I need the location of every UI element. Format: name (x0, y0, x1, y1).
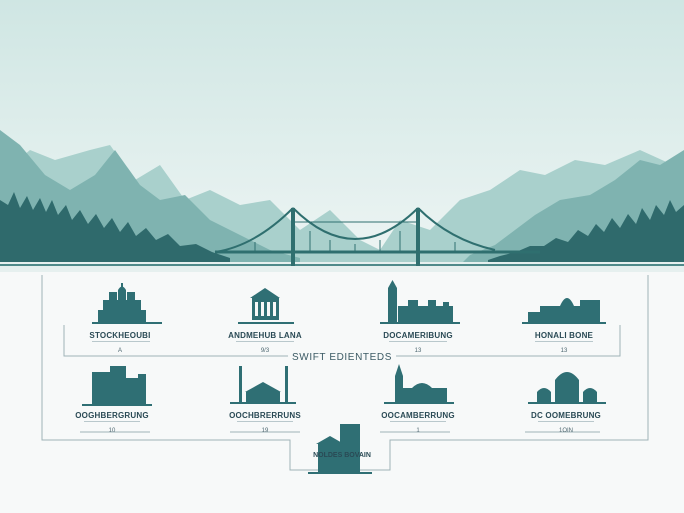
landmark-number-6: 19 (261, 428, 269, 434)
landmark-label-7: OOCAMBERRUNG (381, 411, 455, 420)
label-underline-4 (535, 341, 593, 342)
landmark-label-8: DC OOMEBRUNG (531, 411, 601, 420)
label-underline-1 (92, 341, 150, 342)
landmark-number-5: 10 (108, 428, 116, 434)
landmark-label-6: OOCHBRERRUNS (229, 411, 301, 420)
landmark-label-1: STOCKHEOUBI (89, 331, 151, 340)
label-underline-2 (236, 341, 294, 342)
landmark-label-5: OOGHBERGRUNG (75, 411, 149, 420)
landmark-label-3: DOCAMERIBUNG (383, 331, 453, 340)
mosque-icon (230, 366, 296, 404)
landmark-number-4: 13 (560, 348, 568, 354)
suspension-bridge (214, 207, 540, 266)
domed-hall-icon (528, 372, 606, 404)
water (0, 262, 684, 272)
forest-left (0, 192, 230, 266)
cathedral-icon (92, 283, 162, 324)
landmark-number-3: 13 (414, 348, 422, 354)
tower-building-icon (308, 424, 372, 474)
landmark-label-2: ANDMEHUB LANA (228, 331, 302, 340)
landmark-label-4: HONALI BONE (534, 331, 594, 340)
landmark-number-8: 1OIN (558, 428, 574, 434)
castle-icon (384, 364, 454, 404)
museum-icon (238, 288, 294, 324)
palace-icon (522, 298, 606, 324)
label-underline-3 (389, 341, 447, 342)
landmark-number-2: 9/3 (260, 348, 270, 354)
label-underline-5 (84, 421, 140, 422)
bottom-label: NOLDES BOVAIN (313, 452, 371, 459)
forest-right (488, 200, 684, 266)
landmark-number-1: A (117, 348, 123, 354)
landmark-number-7: 1 (416, 428, 420, 434)
label-underline-7 (390, 421, 446, 422)
shore-line (0, 264, 684, 266)
center-title: SWIFT EDIENTEDS (288, 352, 396, 363)
office-buildings-icon (82, 366, 152, 406)
clock-tower-icon (380, 280, 460, 324)
label-underline-8 (538, 421, 594, 422)
label-underline-6 (237, 421, 293, 422)
